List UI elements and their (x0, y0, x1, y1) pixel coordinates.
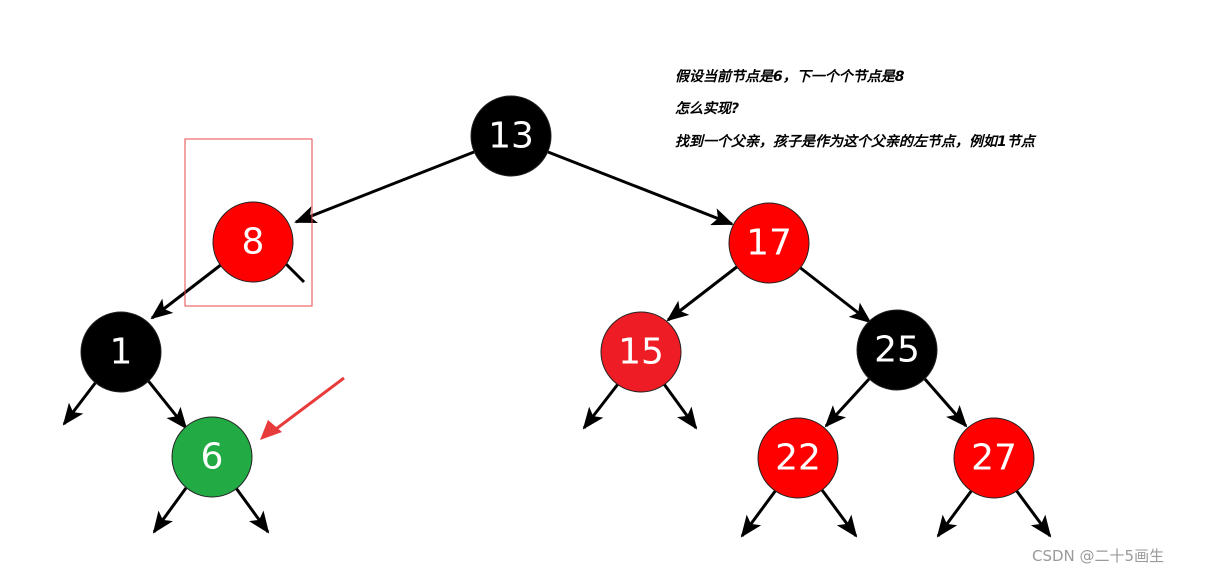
null-arrow (936, 489, 974, 538)
node-circle (80, 311, 162, 393)
pointer-arrow-shaft (271, 376, 345, 434)
tree-edges (144, 150, 968, 430)
tree-node-13: 13 (470, 95, 552, 177)
null-arrow (1014, 489, 1052, 538)
edge-13-17 (547, 150, 734, 226)
node-circle (600, 311, 682, 393)
tree-nodes: 13 8 17 1 6 15 25 22 (80, 95, 1035, 499)
node-label: 13 (488, 116, 534, 157)
null-arrow (62, 381, 98, 426)
node-label: 17 (746, 223, 792, 264)
node-label: 8 (242, 222, 265, 263)
null-arrow (582, 383, 620, 430)
node-circle (728, 202, 810, 284)
edge-25-22 (824, 376, 872, 428)
node-circle (470, 95, 552, 177)
null-arrow (234, 487, 270, 534)
null-arrow (820, 489, 858, 538)
edge-17-15 (666, 264, 739, 322)
node-circle (171, 416, 253, 498)
tree-node-6: 6 (171, 416, 253, 498)
node-label: 22 (775, 438, 821, 479)
node-circle (212, 201, 294, 283)
tree-node-1: 1 (80, 311, 162, 393)
tree-node-27: 27 (953, 417, 1035, 499)
tree-node-17: 17 (728, 202, 810, 284)
note-line-1: 假设当前节点是6，下一个个节点是8 (675, 69, 905, 85)
note-line-3: 找到一个父亲，孩子是作为这个父亲的左节点，例如1节点 (675, 134, 1035, 150)
pointer-arrow-head (260, 420, 282, 440)
node-circle (856, 309, 938, 391)
null-arrow (152, 487, 188, 534)
null-arrow (662, 383, 698, 430)
edge-25-27 (922, 377, 968, 428)
null-arrow (740, 489, 778, 538)
edge-13-8 (294, 150, 475, 224)
tree-node-22: 22 (757, 417, 839, 499)
tree-node-8: 8 (212, 201, 294, 283)
edge-1-6 (144, 377, 188, 430)
node-label: 27 (971, 438, 1017, 479)
note-line-2: 怎么实现? (675, 101, 740, 117)
highlight-box (184, 138, 313, 307)
watermark: CSDN @二十5画生 (1032, 547, 1165, 565)
edge-17-25 (797, 264, 872, 324)
node-label: 1 (110, 332, 133, 373)
tree-node-25: 25 (856, 309, 938, 391)
tree-node-15: 15 (600, 311, 682, 393)
node-label: 15 (618, 332, 664, 373)
pointer-arrow (260, 376, 345, 440)
node-circle (953, 417, 1035, 499)
null-arrow (282, 260, 306, 284)
edge-8-1 (150, 262, 223, 320)
node-circle (757, 417, 839, 499)
node-label: 25 (874, 330, 920, 371)
null-leaf-arrows (62, 260, 1052, 538)
node-label: 6 (201, 437, 224, 478)
